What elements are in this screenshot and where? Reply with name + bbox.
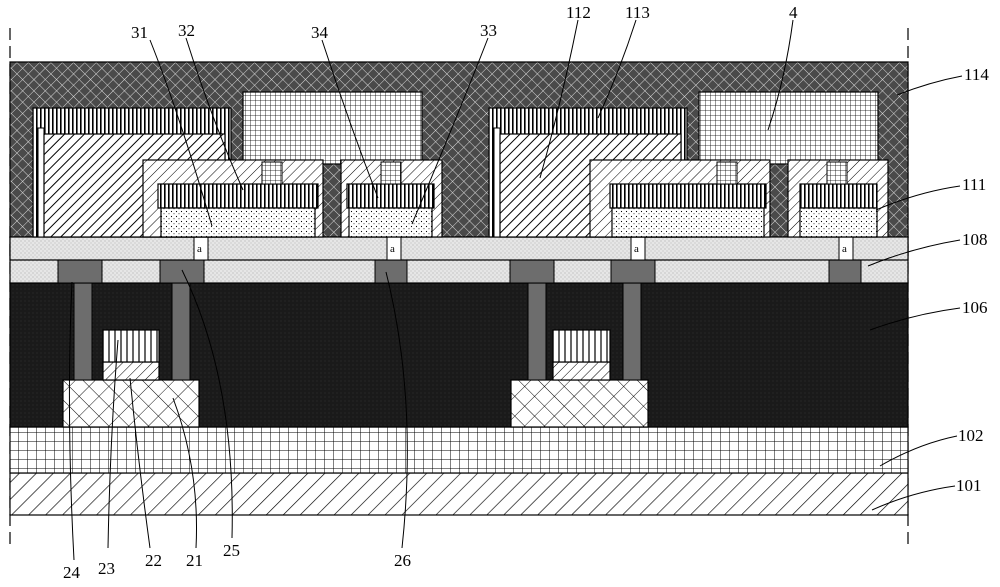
- element-33-d: [800, 208, 877, 237]
- label-22: 22: [145, 551, 162, 570]
- label-108: 108: [962, 230, 988, 249]
- label-111: 111: [962, 175, 986, 194]
- gap-mark-label: a: [634, 243, 639, 255]
- label-4: 4: [789, 3, 798, 22]
- label-26: 26: [394, 551, 411, 570]
- via-pad-right-b: [611, 260, 655, 283]
- via-pad-26: [375, 260, 407, 283]
- element-34-b: [347, 184, 434, 208]
- label-24: 24: [63, 563, 81, 582]
- block-4-left: [243, 92, 422, 164]
- label-113: 113: [625, 3, 650, 22]
- block-4-right: [699, 92, 878, 164]
- label-21: 21: [186, 551, 203, 570]
- via-pad-right-c: [829, 260, 861, 283]
- via-pillar-25: [172, 283, 190, 380]
- layer-108-top-strip: [10, 237, 908, 260]
- label-33: 33: [480, 21, 497, 40]
- layer-102-buffer: [10, 427, 908, 473]
- gap-mark-label: a: [842, 243, 847, 255]
- inner-wall-left: [38, 128, 44, 237]
- label-23: 23: [98, 559, 115, 578]
- element-31-a: [161, 208, 315, 237]
- small-grid-d: [827, 162, 847, 184]
- label-102: 102: [958, 426, 984, 445]
- small-grid-c: [717, 162, 737, 184]
- small-grid-a: [262, 162, 282, 184]
- element-34-d: [800, 184, 877, 208]
- label-34: 34: [311, 23, 329, 42]
- label-114: 114: [964, 65, 989, 84]
- inner-wall-right: [494, 128, 500, 237]
- label-101: 101: [956, 476, 982, 495]
- gate-insulator-22-right: [553, 362, 610, 380]
- via-pad-right-a: [510, 260, 554, 283]
- element-32-c: [610, 184, 766, 208]
- via-pillar-right-a: [528, 283, 546, 380]
- element-32-a: [158, 184, 318, 208]
- gate-23-right: [553, 330, 610, 362]
- small-grid-b: [381, 162, 401, 184]
- gate-insulator-22-left: [103, 362, 159, 380]
- label-32: 32: [178, 21, 195, 40]
- via-pillar-right-b: [623, 283, 641, 380]
- gap-mark-label: a: [197, 243, 202, 255]
- element-31-c: [612, 208, 764, 237]
- label-106: 106: [962, 298, 988, 317]
- element-33-b: [349, 208, 432, 237]
- via-pillar-24: [74, 283, 92, 380]
- via-pad-25: [160, 260, 204, 283]
- label-25: 25: [223, 541, 240, 560]
- gate-23-left: [103, 330, 159, 362]
- active-layer-21-right: [511, 380, 648, 427]
- via-pad-24: [58, 260, 102, 283]
- label-112: 112: [566, 3, 591, 22]
- gap-mark-label: a: [390, 243, 395, 255]
- label-31: 31: [131, 23, 148, 42]
